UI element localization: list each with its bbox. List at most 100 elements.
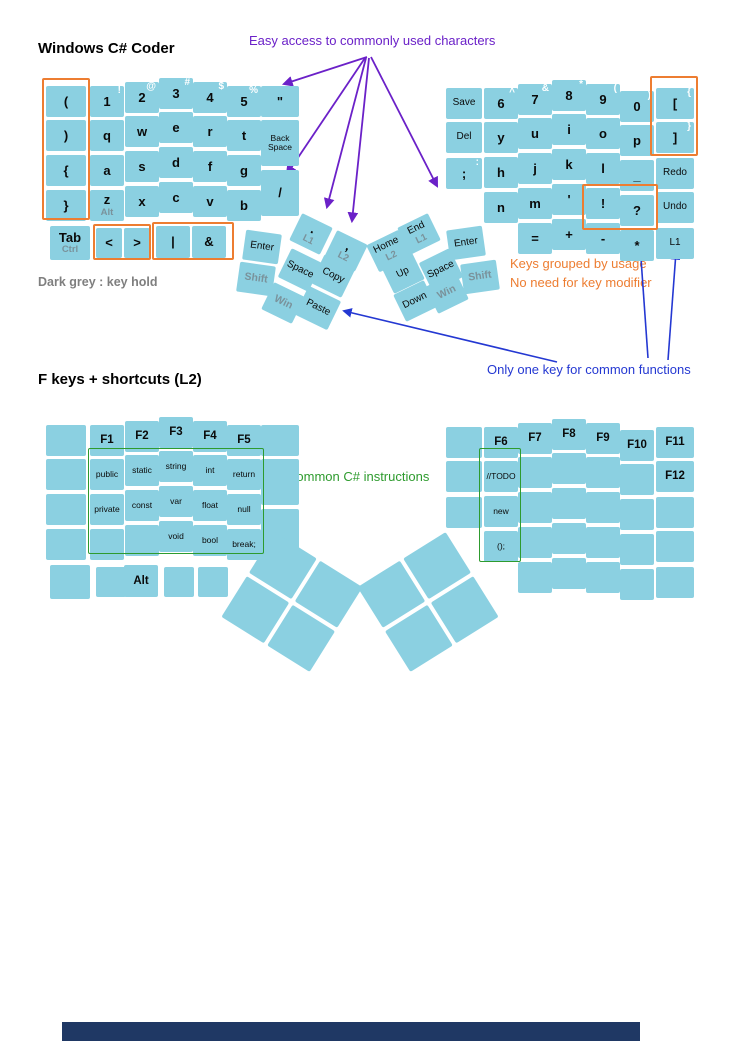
key-label: a	[103, 162, 111, 178]
key-f10: F10	[620, 430, 654, 461]
key-f12: F12	[656, 461, 694, 492]
key-label: [	[672, 95, 678, 111]
key-t: t	[227, 120, 261, 151]
key-2: 2@	[125, 81, 159, 113]
key-h: h	[484, 157, 518, 188]
key-label: Back Space	[267, 133, 293, 152]
key-apostrophe: '	[552, 184, 586, 215]
key-bool: bool	[193, 525, 227, 556]
key-blank	[446, 427, 482, 458]
key-label: 0	[633, 98, 641, 114]
key-label: float	[201, 500, 219, 511]
key-shift: Shift	[460, 259, 500, 295]
key-shift-label: ^	[509, 87, 515, 98]
key-double-quote: "	[261, 86, 299, 117]
key-label: private	[94, 504, 120, 515]
key-blank	[198, 567, 228, 597]
key-label: F1	[100, 434, 114, 447]
key-blank	[96, 567, 126, 597]
key-label: {	[63, 162, 69, 178]
key-period: .L1	[289, 213, 333, 255]
key-label: F2	[135, 430, 149, 443]
key-var: var	[159, 486, 193, 517]
key-x: x	[125, 186, 159, 217]
key-label: y	[497, 129, 505, 145]
key-0: 0)	[620, 90, 654, 122]
key-label: F3	[169, 426, 183, 439]
key-label: Enter	[249, 239, 275, 254]
key-label: +	[565, 226, 573, 242]
key-f5: F5	[227, 425, 261, 456]
key-shift-label: )	[647, 90, 651, 101]
annotation-arrow-blue	[667, 250, 681, 361]
key-label: Tab	[58, 229, 82, 245]
key-f11: F11	[656, 427, 694, 458]
key-plus: +	[552, 219, 586, 250]
key-label: v	[206, 193, 214, 209]
key-label: 5	[240, 93, 248, 109]
annotation-easy-access: Easy access to commonly used characters	[249, 33, 496, 48]
annotation-arrow-purple	[323, 57, 367, 210]
key-blank	[586, 527, 620, 558]
key-label: 8	[565, 87, 573, 103]
key-f8: F8	[552, 419, 586, 450]
key-string: string	[159, 451, 193, 482]
key-3: 3#	[159, 77, 193, 109]
key-label: h	[497, 164, 505, 180]
key-hold-label: L1	[413, 231, 429, 247]
key-blank	[656, 497, 694, 528]
annotation-arrow-purple	[347, 57, 370, 224]
highlight-box-orange	[152, 222, 234, 260]
key-undo: Undo	[656, 192, 694, 223]
key-label: .	[308, 221, 319, 237]
key-blank	[656, 567, 694, 598]
key-label: |	[171, 234, 175, 250]
key-label: void	[168, 531, 184, 542]
key-label: bool	[201, 535, 219, 546]
annotation-one-key-functions: Only one key for common functions	[487, 362, 691, 377]
key-label: -	[600, 230, 606, 246]
key-o: o	[586, 118, 620, 149]
key-label: /	[278, 185, 282, 201]
key-label: //TODO	[486, 471, 516, 482]
key-blank	[586, 457, 620, 488]
annotation-arrow-blue	[342, 308, 558, 363]
annotation-common-csharp: Common C# instructions	[287, 469, 430, 484]
key-label: L1	[669, 237, 681, 249]
key-label: F4	[203, 430, 217, 443]
key-label: Save	[452, 97, 476, 109]
key-open-paren: (	[46, 86, 86, 117]
key-label: _	[633, 167, 641, 183]
key-label: Win	[435, 282, 459, 303]
highlight-box-green	[479, 448, 521, 562]
key-shift-label: {	[687, 87, 691, 98]
key-shift-label: }	[687, 121, 691, 132]
key-l1: L1	[656, 228, 694, 259]
key-shift-label: (	[613, 83, 617, 94]
key-greater-than: >	[124, 228, 150, 258]
key-asterisk: *	[620, 230, 654, 261]
key-shift-label: !	[117, 85, 121, 96]
key-return: return	[227, 459, 261, 490]
key-g: g	[227, 155, 261, 186]
key-pipe: |	[156, 226, 190, 258]
key-label: ();	[496, 541, 506, 552]
key-l: l	[586, 153, 620, 184]
key-hold-label: Alt	[100, 206, 114, 218]
key-7: 7&	[518, 83, 552, 115]
key-label: Win	[271, 292, 295, 313]
annotation-arrow-purple	[370, 56, 438, 188]
key-f1: F1	[90, 425, 124, 456]
key-label: 9	[599, 91, 607, 107]
key-label: static	[132, 465, 152, 476]
key-int: int	[193, 455, 227, 486]
key-label: r	[207, 123, 213, 139]
key-blank	[552, 558, 586, 589]
key-c: c	[159, 182, 193, 213]
key-label: 4	[206, 89, 214, 105]
key-label: Shift	[467, 268, 493, 285]
key-slash: /	[261, 170, 299, 216]
key-label: ;	[461, 165, 467, 181]
key-question: ?	[620, 195, 654, 226]
